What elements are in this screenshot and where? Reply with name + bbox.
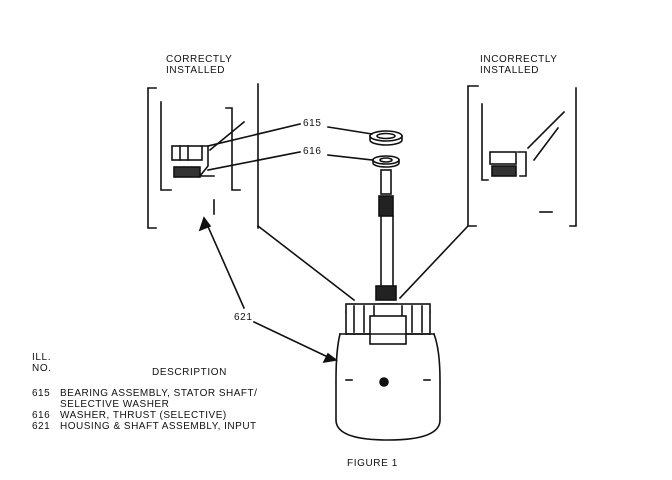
legend-row: 615 BEARING ASSEMBLY, STATOR SHAFT/ SELE… [32,388,362,410]
label-correctly-installed: CORRECTLY INSTALLED [166,54,233,76]
bearing-615 [369,130,403,142]
washer-616-correct [173,166,201,178]
callout-616: 616 [303,146,322,157]
legend-col-description: DESCRIPTION [152,367,227,378]
legend-item-no: 621 [32,421,51,432]
legend-item-desc: BEARING ASSEMBLY, STATOR SHAFT/ SELECTIV… [60,388,258,410]
housing-621 [335,303,441,441]
input-shaft [375,169,397,301]
callout-615: 615 [303,118,322,129]
legend-item-no: 616 [32,410,51,421]
legend-row: 621 HOUSING & SHAFT ASSEMBLY, INPUT [32,421,362,432]
legend-col-no: ILL. NO. [32,352,52,374]
legend-row: 616 WASHER, THRUST (SELECTIVE) [32,410,362,421]
parts-legend: ILL. NO. DESCRIPTION 615 BEARING ASSEMBL… [32,352,362,432]
legend-item-no: 615 [32,388,51,399]
washer-616-incorrect [489,151,517,165]
label-incorrectly-installed: INCORRECTLY INSTALLED [480,54,558,76]
legend-item-desc: WASHER, THRUST (SELECTIVE) [60,410,227,421]
incorrect-installation-inset [467,85,577,227]
bearing-615-incorrect [491,165,517,177]
legend-item-desc: HOUSING & SHAFT ASSEMBLY, INPUT [60,421,257,432]
bearing-615-correct [171,145,203,161]
figure-caption: FIGURE 1 [347,458,398,469]
correct-installation-inset [147,83,259,229]
callout-621: 621 [234,312,253,323]
